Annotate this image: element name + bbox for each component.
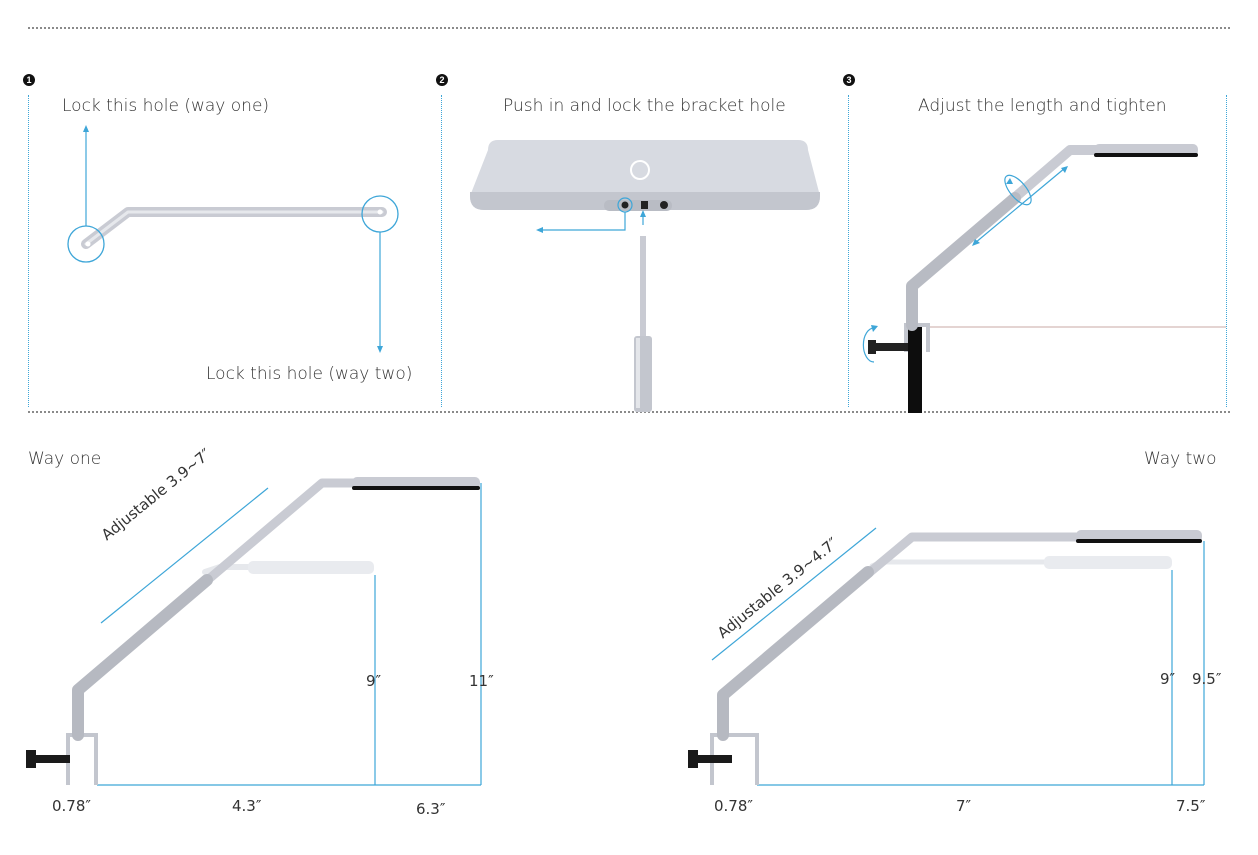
top-divider bbox=[28, 27, 1230, 29]
way-two-title: Way two bbox=[1144, 449, 1217, 469]
way-one-height-tall: 11″ bbox=[469, 672, 494, 690]
step-1-arm-diagram bbox=[67, 125, 399, 353]
way-one-width-clamp: 0.78″ bbox=[52, 797, 92, 815]
panel3-right-border bbox=[1226, 95, 1227, 407]
way-two-height-short: 9″ bbox=[1160, 670, 1176, 688]
step-1-caption-two: Lock this hole (way two) bbox=[206, 364, 413, 384]
step-1-caption: Lock this hole (way one) bbox=[62, 96, 270, 116]
panel1-left-border bbox=[28, 95, 29, 407]
way-one-width-mid: 4.3″ bbox=[232, 797, 262, 815]
step-3-assembled-lamp-diagram bbox=[862, 144, 1226, 413]
panel1-right-border bbox=[441, 95, 442, 407]
way-one-dimension-diagram bbox=[26, 477, 482, 786]
step-3-caption: Adjust the length and tighten bbox=[918, 96, 1167, 116]
step-2-caption: Push in and lock the bracket hole bbox=[503, 96, 786, 116]
way-one-height-short: 9″ bbox=[366, 672, 382, 690]
step-3-number: 3 bbox=[843, 74, 855, 86]
way-two-height-tall: 9.5″ bbox=[1192, 670, 1222, 688]
step-2-lamp-head-diagram bbox=[470, 140, 820, 412]
way-two-width-mid: 7″ bbox=[956, 797, 972, 815]
way-one-width-full: 6.3″ bbox=[416, 800, 446, 818]
step-1-number: 1 bbox=[23, 74, 35, 86]
panel2-right-border bbox=[848, 95, 849, 407]
step-2-number: 2 bbox=[436, 74, 448, 86]
middle-divider bbox=[28, 411, 1230, 413]
way-two-dimension-diagram bbox=[688, 527, 1205, 786]
way-two-width-clamp: 0.78″ bbox=[714, 797, 754, 815]
way-two-width-full: 7.5″ bbox=[1176, 797, 1206, 815]
way-one-title: Way one bbox=[28, 449, 102, 469]
